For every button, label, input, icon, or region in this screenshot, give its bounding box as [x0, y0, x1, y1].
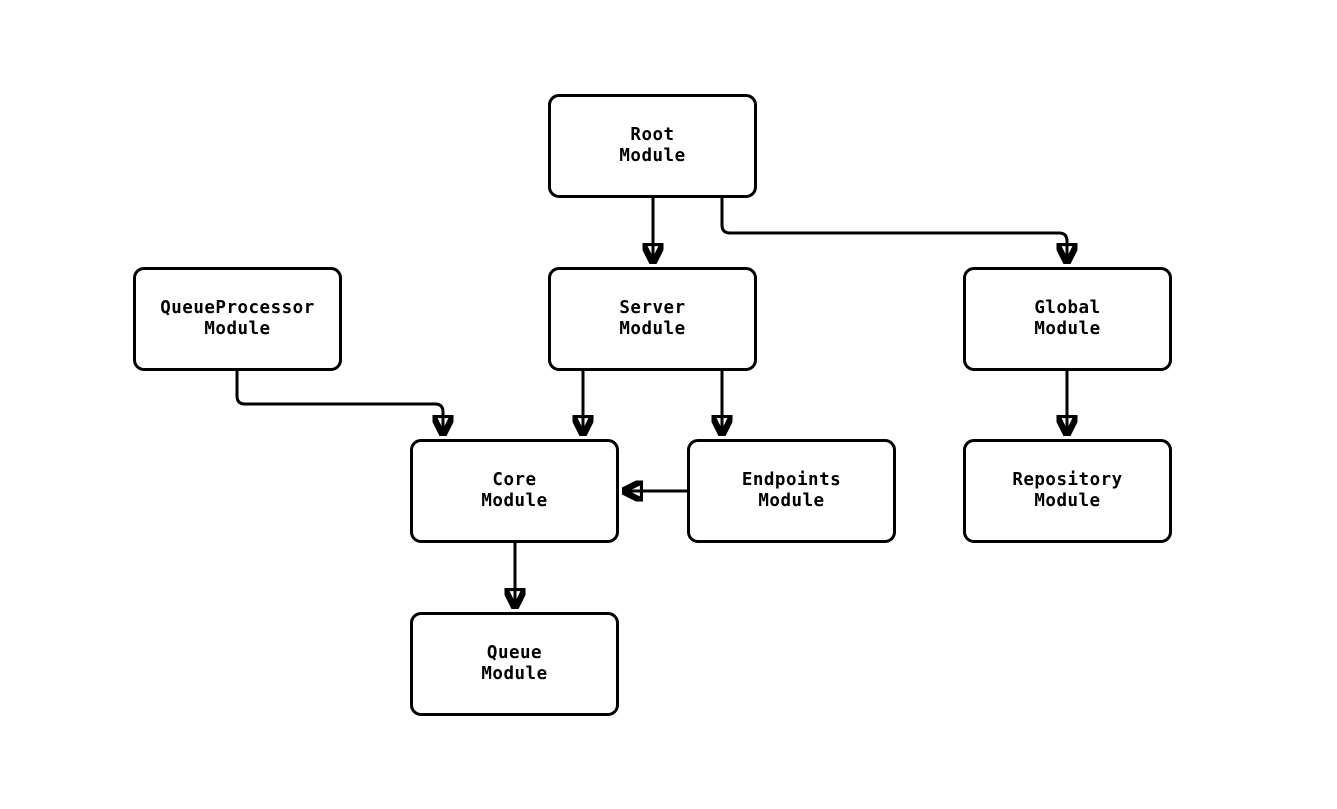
edge-queueprocessor-to-core	[235, 371, 443, 436]
node-label: Endpoints Module	[741, 469, 842, 512]
node-label: Root Module	[619, 124, 686, 167]
node-label: Core Module	[481, 469, 548, 512]
node-label: Queue Module	[481, 642, 548, 685]
node-core-module: Core Module	[410, 439, 619, 543]
edge-root-to-global	[720, 197, 1067, 264]
node-global-module: Global Module	[963, 267, 1172, 371]
node-label: QueueProcessor Module	[160, 297, 315, 340]
node-label: Server Module	[619, 297, 686, 340]
node-label: Global Module	[1034, 297, 1101, 340]
node-root-module: Root Module	[548, 94, 757, 198]
node-endpoints-module: Endpoints Module	[687, 439, 896, 543]
node-label: Repository Module	[1012, 469, 1123, 512]
node-queue-module: Queue Module	[410, 612, 619, 716]
node-queueprocessor-module: QueueProcessor Module	[133, 267, 342, 371]
node-repository-module: Repository Module	[963, 439, 1172, 543]
node-server-module: Server Module	[548, 267, 757, 371]
